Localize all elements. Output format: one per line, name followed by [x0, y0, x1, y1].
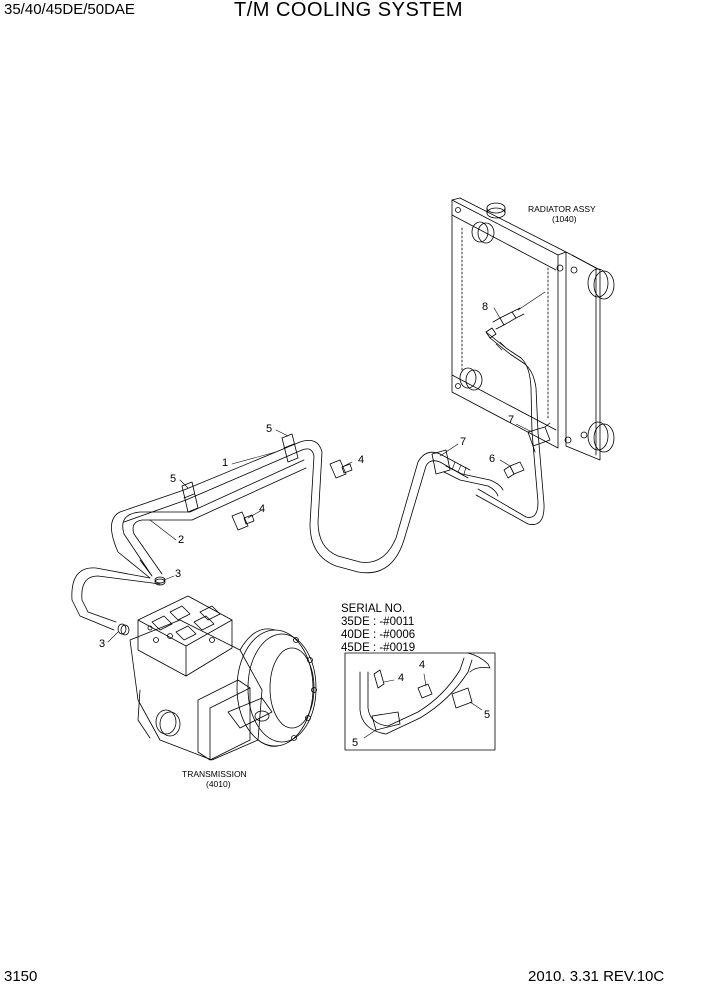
hose-lower	[443, 461, 504, 497]
bolt-4-lower	[231, 511, 255, 531]
callout-5-left: 5	[170, 473, 176, 485]
page-title: T/M COOLING SYSTEM	[234, 0, 464, 21]
callout-8: 8	[482, 301, 488, 313]
serial-heading: SERIAL NO.	[341, 603, 405, 615]
callout-3-lower: 3	[99, 638, 105, 650]
serial-line-45de: 45DE : -#0019	[341, 642, 415, 654]
fitting-8	[492, 307, 525, 330]
hose-upper	[475, 327, 545, 525]
bolt-4-upper	[329, 459, 353, 479]
callout-7-middle: 7	[460, 436, 466, 448]
page-number: 3150	[4, 968, 38, 985]
callout-1: 1	[222, 457, 228, 469]
radiator-label: RADIATOR ASSY	[528, 204, 596, 214]
transmission-drawing	[129, 595, 317, 761]
callout-7-radiator: 7	[508, 414, 514, 426]
tube-2	[111, 489, 193, 579]
tube-transmission	[71, 567, 161, 631]
model-code: 35/40/45DE/50DAE	[4, 1, 135, 18]
serial-callout-5-right: 5	[484, 709, 490, 721]
revision-date: 2010. 3.31 REV.10C	[528, 968, 665, 985]
serial-inset	[344, 652, 496, 751]
fitting-6	[503, 461, 525, 479]
clamp-5-left	[181, 481, 199, 513]
radiator-drawing	[451, 197, 615, 461]
clamp-7-radiator	[527, 422, 551, 453]
callout-4-lower: 4	[259, 503, 265, 515]
callout-5-right: 5	[266, 423, 272, 435]
leader-lines	[107, 291, 546, 739]
transmission-code: (4010)	[206, 779, 231, 789]
fitting-3-lower	[117, 623, 130, 636]
callout-4-upper: 4	[358, 454, 364, 466]
clamp-7-middle	[431, 449, 451, 475]
serial-line-40de: 40DE : -#0006	[341, 629, 415, 641]
serial-callout-5-bottom: 5	[352, 737, 358, 749]
serial-callout-4-left: 4	[398, 672, 404, 684]
serial-callout-4-top: 4	[419, 659, 425, 671]
transmission-label: TRANSMISSION	[182, 769, 247, 779]
clamp-5-right	[281, 433, 299, 463]
fitting-3-upper	[154, 576, 166, 586]
serial-line-35de: 35DE : -#0011	[341, 616, 414, 628]
tube-1	[183, 439, 471, 574]
callout-3-upper: 3	[175, 568, 181, 580]
radiator-code: (1040)	[552, 214, 577, 224]
callout-6: 6	[489, 453, 495, 465]
callout-2: 2	[178, 534, 184, 546]
